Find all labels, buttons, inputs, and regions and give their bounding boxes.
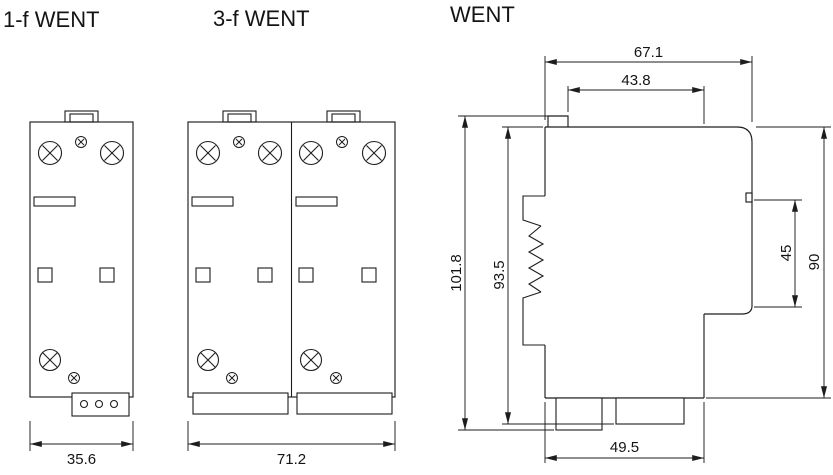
screw-icon: [195, 140, 221, 166]
label-window: [295, 196, 338, 207]
indicator-window: [298, 267, 314, 283]
dim-bottom-depth-label: 49.5: [610, 439, 639, 456]
front-view-1f: 1-f WENT 35.6: [3, 7, 134, 468]
small-screw-icon: [232, 135, 246, 149]
dim-top-depth: 43.8: [567, 72, 705, 124]
screw-icon: [196, 348, 220, 372]
screw-icon: [37, 140, 63, 166]
small-screw-icon: [329, 371, 343, 385]
top-tab: [547, 115, 569, 127]
indicator-window: [99, 267, 115, 283]
dim-width-1f-label: 35.6: [67, 451, 96, 468]
top-tab-inner: [69, 113, 94, 123]
screw-icon: [38, 348, 62, 372]
small-screw-icon: [335, 135, 349, 149]
front-view-3f: 3-f WENT 71.2: [187, 6, 396, 468]
screw-icon: [99, 140, 125, 166]
dim-bottom-depth: 49.5: [544, 402, 705, 463]
dim-right-height: 90: [706, 126, 831, 399]
view-title-3f: 3-f WENT: [213, 6, 310, 31]
top-tab-inner: [331, 113, 356, 123]
view-title-1f: 1-f WENT: [3, 7, 100, 32]
indicator-window: [257, 267, 273, 283]
dim-top-depth-label: 43.8: [621, 72, 650, 89]
terminal-block: [555, 397, 603, 431]
label-window: [33, 196, 76, 207]
dim-right-height-label: 90: [806, 254, 823, 271]
top-tab-inner: [227, 113, 252, 123]
dim-left-height-label: 93.5: [491, 260, 508, 289]
dim-total-height: 101.8: [448, 115, 554, 431]
view-title-side: WENT: [450, 2, 515, 27]
indicator-window: [195, 267, 211, 283]
screw-icon: [299, 348, 323, 372]
dim-total-height-label: 101.8: [448, 254, 465, 292]
dim-total-depth: 67.1: [544, 44, 753, 122]
dim-front-height-label: 45: [778, 245, 795, 262]
small-screw-icon: [74, 135, 88, 149]
dim-left-height: 93.5: [491, 126, 614, 425]
small-screw-icon: [225, 371, 239, 385]
dim-total-depth-label: 67.1: [634, 44, 663, 61]
dim-width-3f: 71.2: [187, 421, 396, 468]
terminal-block: [71, 392, 130, 417]
clip-spring: [527, 225, 545, 293]
front-notch: [745, 192, 753, 203]
terminal-block: [615, 397, 685, 425]
terminal-block: [296, 392, 393, 415]
indicator-window: [37, 267, 53, 283]
din-rail-clip: [522, 195, 545, 346]
terminal-hole: [109, 399, 119, 409]
indicator-window: [361, 267, 377, 283]
dim-width-1f: 35.6: [29, 421, 134, 468]
terminal-hole: [94, 399, 104, 409]
screw-icon: [257, 140, 283, 166]
terminal-hole: [79, 399, 89, 409]
side-profile-outline: [544, 115, 753, 399]
side-view: WENT 67.1: [448, 2, 831, 463]
screw-icon: [361, 140, 387, 166]
dim-width-3f-label: 71.2: [277, 451, 306, 468]
label-window: [191, 196, 234, 207]
terminal-block: [192, 392, 289, 415]
dim-front-height: 45: [754, 199, 802, 308]
small-screw-icon: [67, 371, 81, 385]
screw-icon: [298, 140, 324, 166]
